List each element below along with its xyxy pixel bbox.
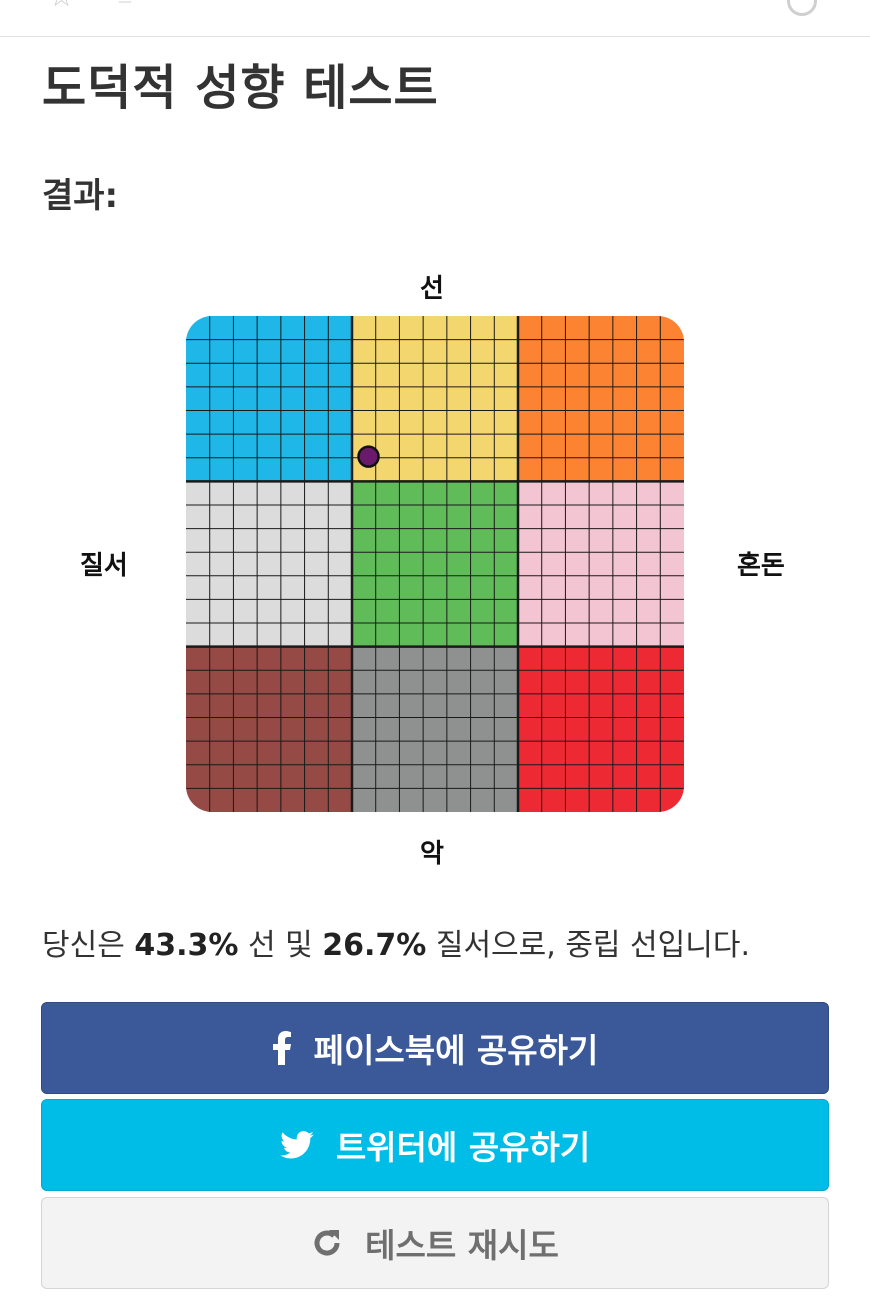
share-twitter-label: 트위터에 공유하기 bbox=[335, 1128, 591, 1167]
axis-label-good: 선 bbox=[420, 274, 444, 304]
result-heading: 결과: bbox=[42, 176, 119, 216]
alignment-region-2 bbox=[518, 316, 684, 482]
alignment-region-4 bbox=[352, 481, 518, 647]
retry-test-button[interactable]: 테스트 재시도 bbox=[41, 1197, 829, 1289]
alignment-region-0 bbox=[186, 316, 352, 482]
summary-suffix: 질서으로, 중립 선입니다. bbox=[426, 928, 750, 963]
alignment-region-8 bbox=[518, 646, 684, 812]
grid-lines bbox=[186, 316, 684, 812]
order-percentage: 26.7% bbox=[322, 928, 427, 963]
star-icon[interactable]: ☆ bbox=[48, 0, 75, 12]
alignment-chart bbox=[186, 316, 684, 812]
alignment-region-6 bbox=[186, 646, 352, 812]
good-percentage: 43.3% bbox=[134, 928, 239, 963]
alignment-chart-svg bbox=[186, 316, 684, 812]
alignment-region-7 bbox=[352, 646, 518, 812]
summary-prefix: 당신은 bbox=[42, 928, 135, 963]
alignment-region-1 bbox=[352, 316, 518, 482]
alignment-region-3 bbox=[186, 481, 352, 647]
clock-icon[interactable] bbox=[787, 0, 817, 16]
share-facebook-label: 페이스북에 공유하기 bbox=[313, 1031, 599, 1070]
alignment-region-5 bbox=[518, 481, 684, 647]
share-facebook-button[interactable]: 페이스북에 공유하기 bbox=[41, 1002, 829, 1094]
axis-label-lawful: 질서 bbox=[80, 551, 128, 581]
summary-mid: 선 및 bbox=[238, 928, 323, 963]
result-marker-0 bbox=[357, 445, 380, 468]
browser-toolbar: ☆ — · bbox=[0, 0, 870, 37]
toolbar-dot: · bbox=[484, 0, 489, 8]
result-summary: 당신은 43.3% 선 및 26.7% 질서으로, 중립 선입니다. bbox=[42, 920, 750, 964]
share-twitter-button[interactable]: 트위터에 공유하기 bbox=[41, 1099, 829, 1191]
retry-test-label: 테스트 재시도 bbox=[365, 1226, 559, 1265]
axis-label-chaotic: 혼돈 bbox=[737, 551, 785, 581]
refresh-icon bbox=[311, 1227, 343, 1259]
twitter-icon bbox=[280, 1131, 314, 1159]
page-title: 도덕적 성향 테스트 bbox=[42, 60, 439, 116]
toolbar-divider: — bbox=[118, 0, 132, 10]
facebook-icon bbox=[272, 1031, 292, 1065]
axis-label-evil: 악 bbox=[420, 839, 444, 869]
